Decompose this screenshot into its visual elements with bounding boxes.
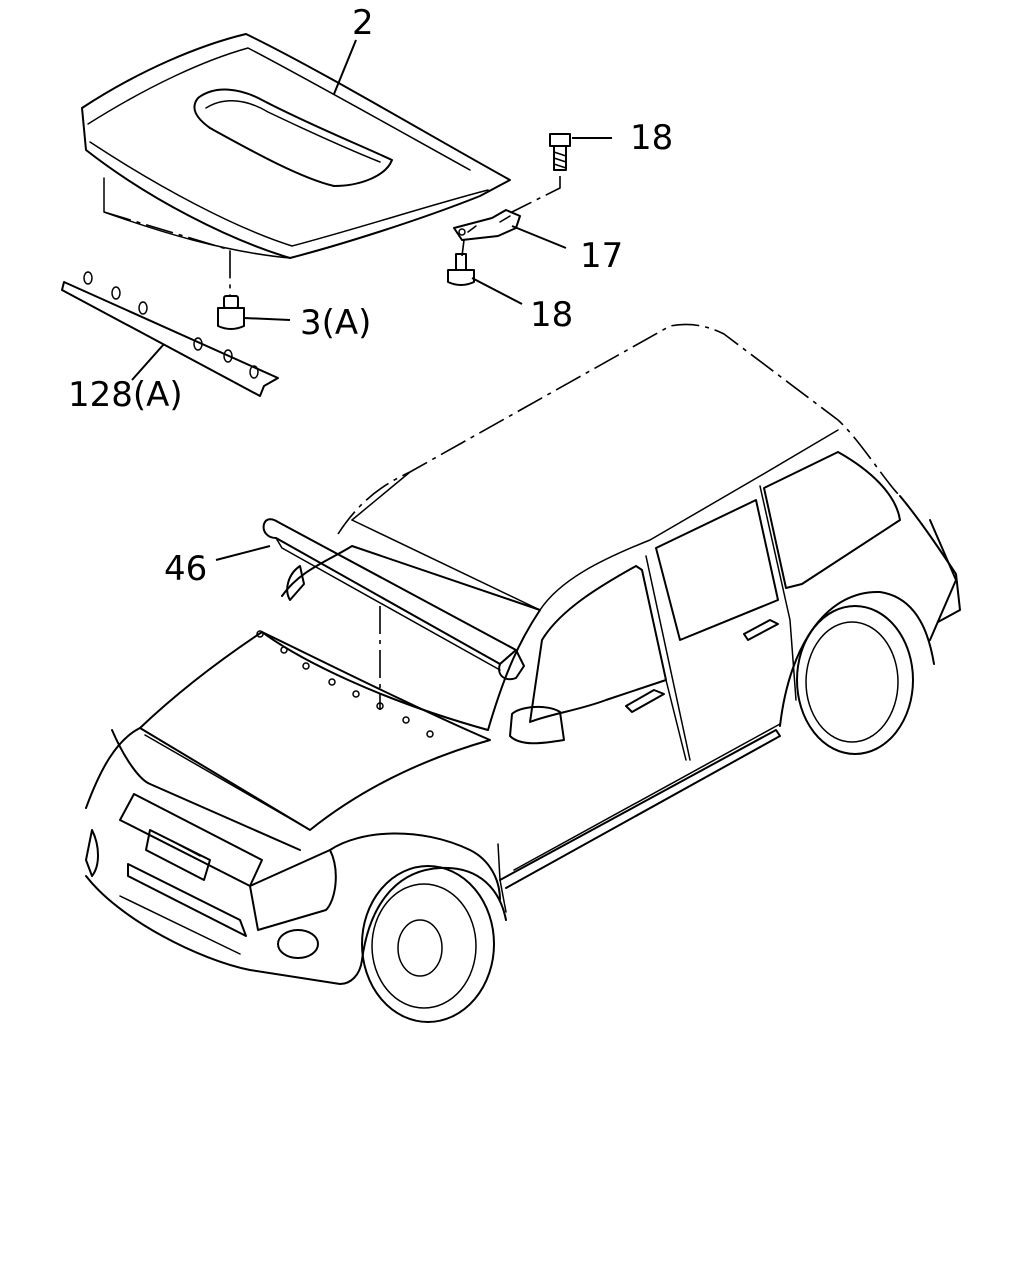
vehicle-body: [85, 323, 961, 1023]
leader-128a: [131, 343, 165, 381]
leader-2: [333, 39, 357, 95]
leader-18-bottom: [471, 277, 523, 305]
callout-18-bottom: 18: [530, 295, 573, 335]
leader-3a: [243, 317, 291, 321]
bumper-cap: [217, 295, 245, 330]
callout-46: 46: [164, 549, 207, 589]
callout-3a: 3(A): [300, 303, 371, 343]
bolt-top: [549, 133, 571, 171]
bolt-bottom: [447, 253, 475, 286]
callout-18-top: 18: [630, 118, 673, 158]
callout-2: 2: [352, 3, 374, 43]
hinge-centerline-top: [511, 176, 561, 213]
leader-17: [511, 225, 567, 249]
hood-panel: [81, 33, 511, 259]
roof-rail-trim: [262, 518, 525, 681]
callout-128a: 128(A): [68, 375, 183, 415]
hood-centerline: [103, 211, 231, 296]
weatherstrip: [61, 271, 279, 397]
callout-17: 17: [580, 236, 623, 276]
leader-46: [215, 545, 271, 561]
hood-hinge: [453, 209, 521, 241]
